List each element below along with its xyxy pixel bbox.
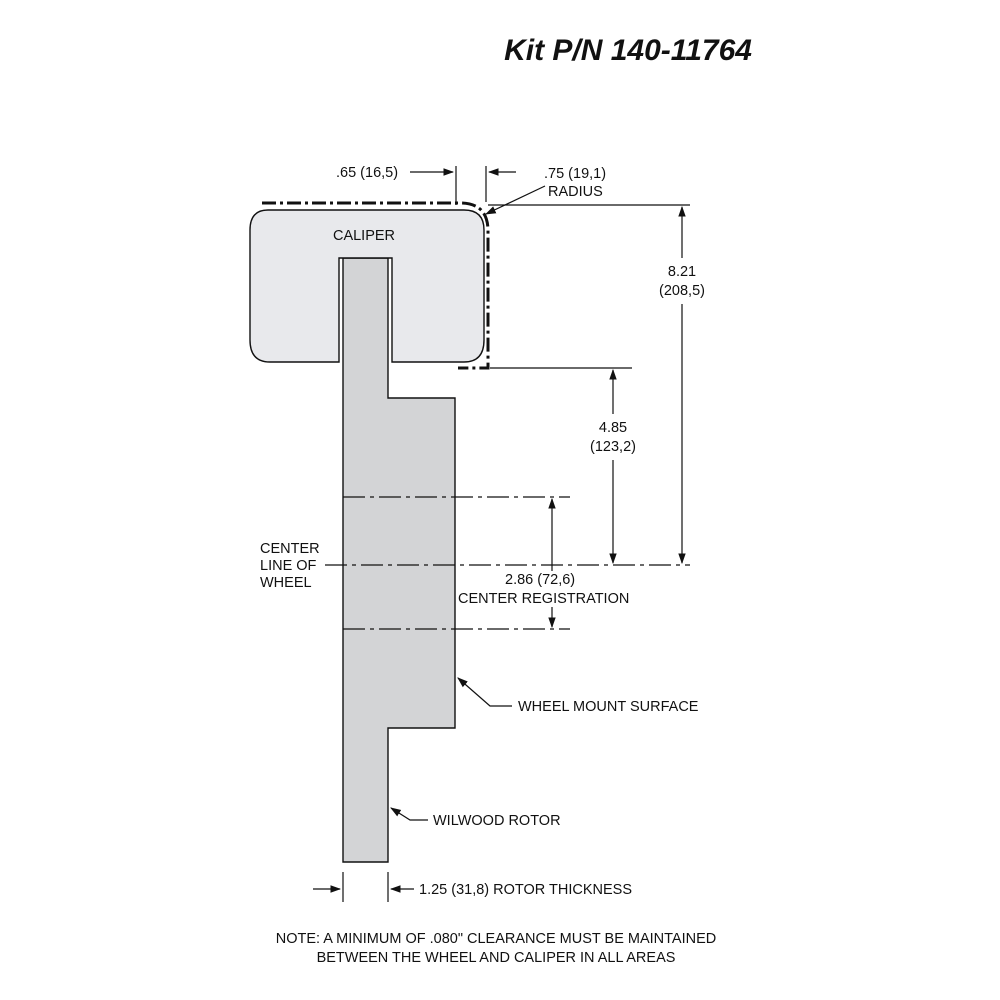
caliper-body — [249, 209, 485, 363]
radius-value-label: .75 (19,1) — [544, 166, 606, 182]
rotor-leader — [390, 807, 428, 821]
radius-leader — [485, 185, 546, 215]
caliper-label: CALIPER — [333, 228, 395, 244]
centerline-label-1: CENTER — [260, 541, 320, 557]
registration-label-gap — [530, 571, 574, 607]
clearance-envelope-line — [262, 201, 490, 370]
wilwood-rotor-shape — [342, 257, 456, 863]
wheel-mount-label: WHEEL MOUNT SURFACE — [518, 699, 699, 715]
height-in-label: 8.21 — [668, 264, 696, 280]
centerline-label-2: LINE OF — [260, 558, 317, 574]
note-line-2: BETWEEN THE WHEEL AND CALIPER IN ALL ARE… — [317, 950, 676, 966]
height-label-gap — [652, 258, 712, 304]
center-height-mm-label: (123,2) — [590, 439, 636, 455]
registration-value-label: 2.86 (72,6) — [505, 572, 575, 588]
radius-word-label: RADIUS — [548, 184, 603, 200]
height-mm-label: (208,5) — [659, 283, 705, 299]
kit-part-number-title: Kit P/N 140-11764 — [504, 34, 752, 67]
center-height-in-label: 4.85 — [599, 420, 627, 436]
center-height-label-gap — [582, 414, 644, 460]
registration-word-label: CENTER REGISTRATION — [458, 591, 629, 607]
note-line-1: NOTE: A MINIMUM OF .080" CLEARANCE MUST … — [276, 931, 717, 947]
rotor-thickness-label: 1.25 (31,8) ROTOR THICKNESS — [419, 882, 632, 898]
caliper-offset-label: .65 (16,5) — [336, 165, 398, 181]
rotor-label: WILWOOD ROTOR — [433, 813, 561, 829]
centerline-label-3: WHEEL — [260, 575, 312, 591]
wheel-mount-leader — [457, 677, 512, 707]
